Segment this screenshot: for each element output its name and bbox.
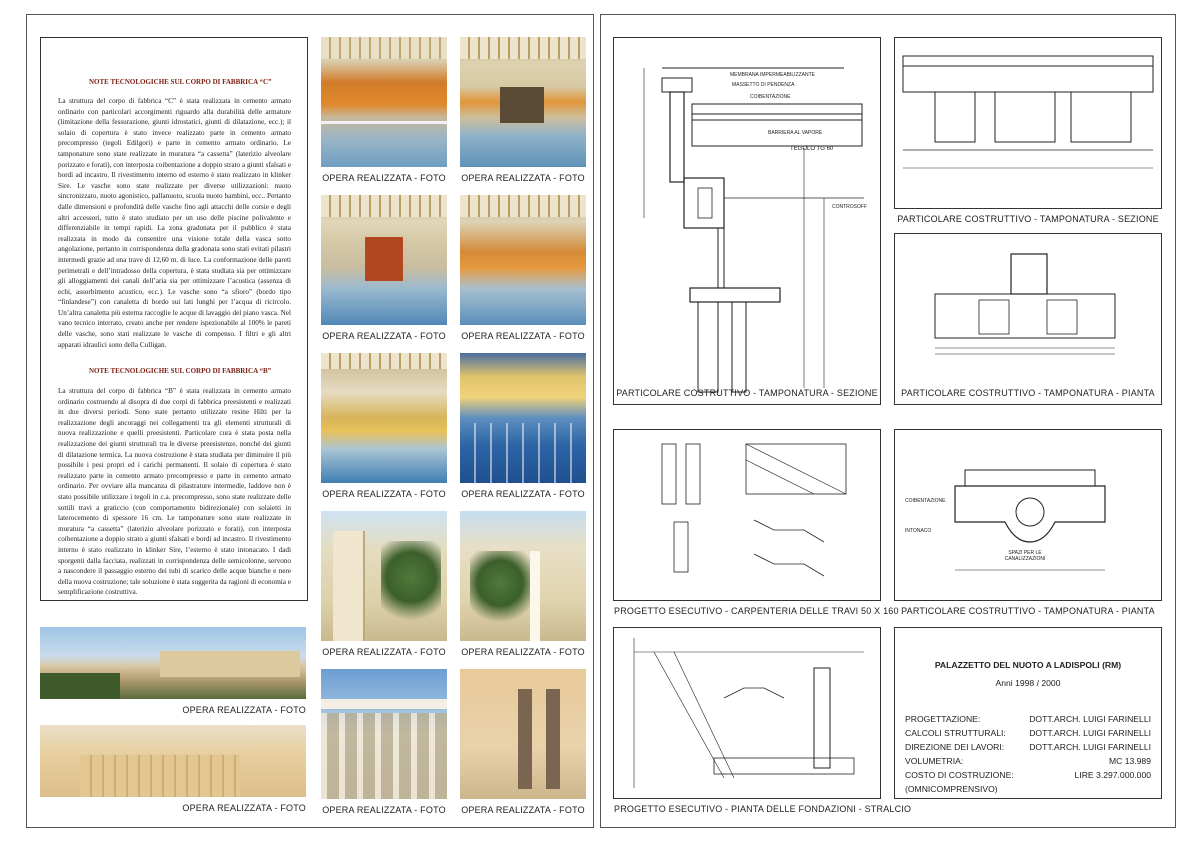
info-label-volumetria: VOLUMETRIA:: [905, 756, 964, 766]
note-b-body: La struttura del corpo di fabbrica “B” è…: [58, 387, 291, 597]
drawing-pianta-fondazioni: PROGETTO ESECUTIVO - PIANTA DELLE FONDAZ…: [613, 627, 911, 814]
photo-caption: OPERA REALIZZATA - FOTO: [182, 705, 306, 715]
project-title: PALAZZETTO DEL NUOTO A LADISPOLI (RM): [934, 660, 1122, 670]
info-value-progettazione: DOTT.ARCH. LUIGI FARINELLI: [1029, 714, 1151, 724]
photo-exterior-wall: [460, 669, 586, 799]
photo-caption: OPERA REALIZZATA - FOTO: [322, 331, 446, 341]
drawing-caption: PROGETTO ESECUTIVO - CARPENTERIA DELLE T…: [614, 606, 899, 616]
info-value-costo: LIRE 3.297.000.000: [1074, 770, 1151, 780]
plan-drawing-1: [934, 253, 1116, 355]
photo-pool-interior-1: [321, 37, 447, 167]
photo-exterior-wide-2: [40, 725, 306, 797]
drawing-caption: PARTICOLARE COSTRUTTIVO - TAMPONATURA - …: [897, 214, 1159, 224]
info-label-calcoli: CALCOLI STRUTTURALI:: [905, 728, 1006, 738]
info-label-direzione: DIREZIONE DEI LAVORI:: [905, 742, 1005, 752]
drawing-tamponatura-sezione-2: PARTICOLARE COSTRUTTIVO - TAMPONATURA - …: [894, 37, 1162, 224]
drawing-tamponatura-sezione-1: MEMBRANA IMPERMEABILIZZANTE MASSETTO DI …: [613, 37, 881, 405]
label-massetto: MASSETTO DI PENDENZA: [732, 82, 795, 88]
info-label-costo: COSTO DI COSTRUZIONE:: [905, 770, 1014, 780]
info-label-omnicomprensivo: (OMNICOMPRENSIVO): [905, 784, 998, 794]
label-controsoffitto: CONTROSOFF: [832, 204, 867, 210]
note-c-body: La struttura del corpo di fabbrica “C” è…: [58, 97, 291, 349]
drawing-caption: PARTICOLARE COSTRUTTIVO - TAMPONATURA - …: [616, 388, 878, 398]
project-years: Anni 1998 / 2000: [995, 678, 1061, 688]
photo-caption: OPERA REALIZZATA - FOTO: [461, 331, 585, 341]
label-intonaco: INTONACO: [905, 528, 932, 534]
photo-caption: OPERA REALIZZATA - FOTO: [461, 805, 585, 815]
drawing-carpenteria-travi: PROGETTO ESECUTIVO - CARPENTERIA DELLE T…: [613, 429, 898, 616]
photo-pool-interior-5: [321, 353, 447, 483]
photo-caption: OPERA REALIZZATA - FOTO: [322, 489, 446, 499]
info-value-volumetria: MC 13.989: [1108, 756, 1151, 766]
label-coibentazione: COIBENTAZIONE: [750, 94, 791, 100]
photo-caption: OPERA REALIZZATA - FOTO: [461, 173, 585, 183]
drawing-caption: PARTICOLARE COSTRUTTIVO - TAMPONATURA - …: [901, 388, 1155, 398]
photo-exterior-palms-1: [321, 511, 447, 641]
photo-exterior-pergola: [321, 669, 447, 799]
section-drawing: [643, 67, 864, 393]
label-membrana: MEMBRANA IMPERMEABILIZZANTE: [730, 72, 816, 78]
drawing-tamponatura-pianta-2: COIBENTAZIONE INTONACO SPAZI PER LE CANA…: [894, 429, 1162, 616]
label-tegolo: TEGOLO TG 60: [790, 146, 834, 152]
photo-caption: OPERA REALIZZATA - FOTO: [322, 173, 446, 183]
photo-pool-interior-4: [460, 195, 586, 325]
drawing-tamponatura-pianta-1: PARTICOLARE COSTRUTTIVO - TAMPONATURA - …: [894, 233, 1162, 405]
label-spazi: SPAZI PER LE CANALIZZAZIONI: [1004, 550, 1046, 562]
photo-pool-interior-2: [460, 37, 586, 167]
photo-caption: OPERA REALIZZATA - FOTO: [461, 647, 585, 657]
label-coibentazione-b: COIBENTAZIONE: [905, 498, 946, 504]
photo-caption: OPERA REALIZZATA - FOTO: [322, 805, 446, 815]
note-c-title: NOTE TECNOLOGICHE SUL CORPO DI FABBRICA …: [89, 78, 272, 86]
plan-drawing-2: [954, 469, 1106, 571]
photo-pool-interior-3: [321, 195, 447, 325]
drawing-caption: PROGETTO ESECUTIVO - PIANTA DELLE FONDAZ…: [614, 804, 912, 814]
photo-exterior-palms-2: [460, 511, 586, 641]
project-info-box: PALAZZETTO DEL NUOTO A LADISPOLI (RM) An…: [894, 627, 1162, 799]
photo-pool-interior-6: [460, 353, 586, 483]
photo-exterior-wide-1: [40, 627, 306, 699]
label-barriera: BARRIERA AL VAPORE: [768, 130, 823, 136]
right-page: MEMBRANA IMPERMEABILIZZANTE MASSETTO DI …: [600, 14, 1176, 828]
foundation-drawing: [633, 638, 864, 788]
note-b-title: NOTE TECNOLOGICHE SUL CORPO DI FABBRICA …: [89, 367, 272, 375]
photo-caption: OPERA REALIZZATA - FOTO: [461, 489, 585, 499]
drawing-caption: PARTICOLARE COSTRUTTIVO - TAMPONATURA - …: [901, 606, 1155, 616]
photo-caption: OPERA REALIZZATA - FOTO: [182, 803, 306, 813]
beam-drawing: [661, 443, 847, 577]
left-page: NOTE TECNOLOGICHE SUL CORPO DI FABBRICA …: [26, 14, 594, 828]
photo-caption: OPERA REALIZZATA - FOTO: [322, 647, 446, 657]
info-label-progettazione: PROGETTAZIONE:: [905, 714, 981, 724]
info-value-calcoli: DOTT.ARCH. LUIGI FARINELLI: [1029, 728, 1151, 738]
section-drawing-2: [902, 55, 1154, 169]
info-value-direzione: DOTT.ARCH. LUIGI FARINELLI: [1029, 742, 1151, 752]
notes-box: NOTE TECNOLOGICHE SUL CORPO DI FABBRICA …: [40, 37, 308, 601]
